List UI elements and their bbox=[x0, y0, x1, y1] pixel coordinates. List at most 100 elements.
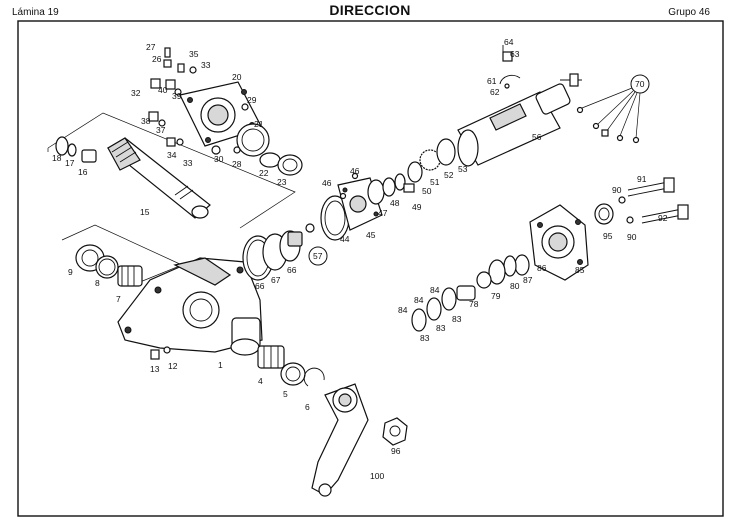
housing-85-group bbox=[411, 177, 689, 332]
label-12: 12 bbox=[168, 361, 178, 371]
label-9: 9 bbox=[68, 267, 73, 277]
label-87: 87 bbox=[523, 275, 533, 285]
label-46b: 46 bbox=[322, 178, 332, 188]
label-78: 78 bbox=[469, 299, 479, 309]
label-61: 61 bbox=[487, 76, 497, 86]
plug-30 bbox=[211, 145, 221, 155]
ring-83c bbox=[411, 308, 427, 332]
shaft-spline-head bbox=[107, 137, 141, 171]
label-66a: 66 bbox=[255, 281, 265, 291]
label-16: 16 bbox=[78, 167, 88, 177]
label-37: 37 bbox=[156, 125, 166, 135]
label-34: 34 bbox=[167, 150, 177, 160]
housing-1 bbox=[117, 257, 263, 360]
label-52: 52 bbox=[444, 170, 454, 180]
label-83b: 83 bbox=[436, 323, 446, 333]
label-83a: 83 bbox=[452, 314, 462, 324]
label-57: 57 bbox=[313, 251, 323, 261]
label-23: 23 bbox=[277, 177, 287, 187]
label-40: 40 bbox=[158, 85, 168, 95]
washer-33 bbox=[189, 66, 197, 74]
nut-96 bbox=[382, 417, 408, 446]
seal-22 bbox=[259, 152, 281, 168]
label-86: 86 bbox=[537, 263, 547, 273]
label-7: 7 bbox=[116, 294, 121, 304]
label-38: 38 bbox=[141, 116, 151, 126]
ring-83b bbox=[426, 297, 442, 321]
label-70: 70 bbox=[635, 79, 645, 89]
label-15: 15 bbox=[140, 207, 150, 217]
label-33b: 33 bbox=[183, 158, 193, 168]
ring-79 bbox=[476, 271, 492, 289]
label-83c: 83 bbox=[420, 333, 430, 343]
ring-49 bbox=[394, 173, 406, 191]
cover-20-group bbox=[148, 47, 303, 176]
bolt-35 bbox=[177, 63, 185, 73]
bolt-16 bbox=[81, 149, 97, 163]
washer-17 bbox=[67, 143, 77, 157]
washer-39 bbox=[174, 88, 182, 96]
part-labels: 1 4 5 6 7 8 9 12 13 15 16 17 18 20 21 22… bbox=[52, 37, 668, 481]
bearing-80 bbox=[488, 259, 506, 285]
label-67: 67 bbox=[271, 275, 281, 285]
cover-plate-group bbox=[320, 138, 456, 241]
label-96: 96 bbox=[391, 446, 401, 456]
callout-57 bbox=[308, 246, 328, 266]
callout-70-group bbox=[576, 74, 650, 144]
shaft-group bbox=[47, 112, 296, 229]
label-45: 45 bbox=[366, 230, 376, 240]
label-39: 39 bbox=[172, 91, 182, 101]
label-63: 63 bbox=[510, 49, 520, 59]
ring-51 bbox=[407, 161, 423, 183]
seal-5 bbox=[280, 362, 306, 386]
ring-87 bbox=[503, 255, 517, 277]
page-frame bbox=[17, 20, 724, 517]
label-4: 4 bbox=[258, 376, 263, 386]
nut-32 bbox=[150, 78, 161, 89]
circlip-18 bbox=[55, 136, 69, 156]
washer-28 bbox=[233, 146, 241, 154]
housing-bore bbox=[182, 291, 220, 329]
label-79: 79 bbox=[491, 291, 501, 301]
washer-37 bbox=[158, 119, 166, 127]
bolt-91 bbox=[663, 177, 675, 193]
bearing-left-group bbox=[61, 224, 183, 287]
plug-13 bbox=[150, 349, 160, 360]
label-84b: 84 bbox=[414, 295, 424, 305]
label-100: 100 bbox=[370, 471, 384, 481]
label-90a: 90 bbox=[612, 185, 622, 195]
circlip-6 bbox=[303, 367, 325, 387]
column-end bbox=[535, 83, 571, 115]
ring-53 bbox=[436, 138, 456, 166]
pitman-arm-group bbox=[311, 383, 408, 497]
nut-34 bbox=[166, 137, 176, 147]
washer-90b bbox=[626, 216, 634, 224]
page-title: DIRECCION bbox=[329, 2, 411, 18]
label-49: 49 bbox=[412, 202, 422, 212]
nut-38 bbox=[148, 111, 159, 122]
label-84c: 84 bbox=[398, 305, 408, 315]
plate-63 bbox=[502, 51, 513, 62]
label-56: 56 bbox=[532, 132, 542, 142]
label-44: 44 bbox=[340, 234, 350, 244]
label-27: 27 bbox=[146, 42, 156, 52]
label-22: 22 bbox=[259, 168, 269, 178]
label-32: 32 bbox=[131, 88, 141, 98]
label-95: 95 bbox=[603, 231, 613, 241]
screw-46 bbox=[351, 172, 359, 180]
label-91: 91 bbox=[637, 174, 647, 184]
seal-23 bbox=[277, 154, 303, 176]
shim-rings-group bbox=[242, 223, 328, 281]
column-56-group bbox=[457, 45, 582, 167]
ring-83a bbox=[441, 287, 457, 311]
label-62: 62 bbox=[490, 87, 500, 97]
label-18: 18 bbox=[52, 153, 62, 163]
label-21: 21 bbox=[254, 119, 264, 129]
nut-57 bbox=[287, 231, 303, 247]
label-30: 30 bbox=[214, 154, 224, 164]
label-47: 47 bbox=[378, 208, 388, 218]
label-17: 17 bbox=[65, 158, 75, 168]
bearing-78 bbox=[456, 285, 476, 301]
page-header: Lámina 19 DIRECCION Grupo 46 bbox=[0, 0, 740, 20]
